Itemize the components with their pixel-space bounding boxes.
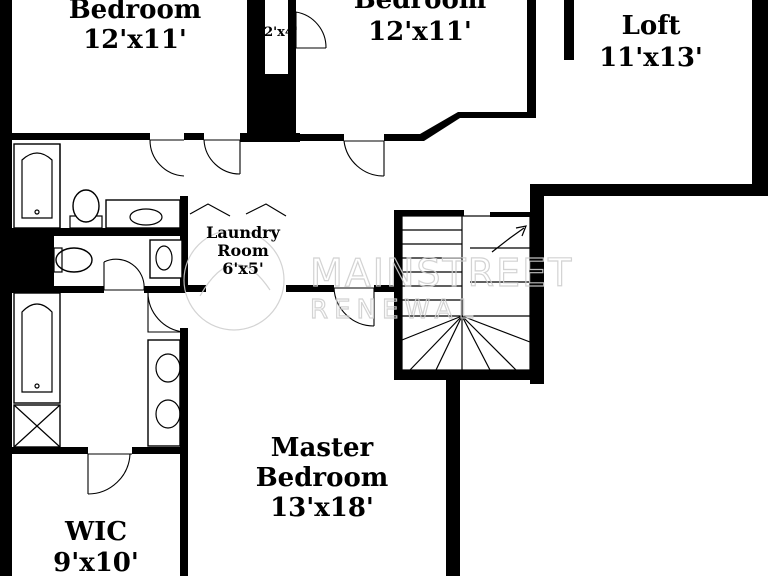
loft-size: 11'x13' bbox=[599, 43, 703, 73]
watermark-line1: MAINSTREET bbox=[310, 251, 573, 295]
toilet-wc bbox=[55, 247, 93, 273]
loft-name: Loft bbox=[622, 11, 681, 41]
stair-bottom-wall bbox=[394, 370, 544, 380]
left-bedroom-right-wall bbox=[247, 0, 257, 142]
laundry-line2: Room bbox=[217, 241, 269, 260]
door-master-bath bbox=[103, 258, 145, 291]
door-left-bedroom bbox=[149, 139, 185, 177]
mid-bedroom-angled-wall bbox=[420, 112, 536, 141]
bedroom-mid-size: 12'x11' bbox=[368, 17, 472, 47]
wic-top-wall-a bbox=[12, 447, 88, 454]
stair-outline bbox=[401, 215, 531, 371]
door-mid-bedroom bbox=[343, 140, 385, 177]
laundry-bottom-wall-c bbox=[374, 285, 398, 292]
closet-size: 2'x4' bbox=[264, 25, 298, 40]
wic-size: 9'x10' bbox=[53, 548, 139, 576]
watermark-logo bbox=[183, 229, 285, 331]
wc-block bbox=[0, 236, 54, 288]
door-corridor bbox=[203, 139, 241, 175]
laundry-left-wall bbox=[180, 196, 188, 292]
stair-left-wall bbox=[394, 210, 402, 378]
bedroom-mid-name: Bedroom bbox=[354, 0, 487, 15]
bedroom-left-size: 12'x11' bbox=[83, 25, 187, 55]
laundry-size: 6'x5' bbox=[222, 259, 264, 278]
sink-master-b bbox=[155, 399, 181, 429]
laundry-bottom-wall-b bbox=[286, 285, 334, 292]
corridor-top-wall-a bbox=[184, 133, 204, 140]
vanity-upper bbox=[105, 199, 181, 229]
wic-top-wall-b bbox=[132, 447, 186, 454]
bathtub-master bbox=[13, 292, 61, 404]
bath-mid-divider bbox=[12, 286, 104, 293]
corridor-top-wall-c bbox=[296, 134, 344, 141]
stair-top-wall bbox=[394, 210, 464, 216]
bedroom-top-left-bottom-wall bbox=[0, 133, 150, 140]
bedroom-left-name: Bedroom bbox=[69, 0, 202, 25]
master-line2: Bedroom bbox=[256, 463, 389, 493]
toilet-upper bbox=[72, 189, 100, 223]
closet-right-wall bbox=[288, 0, 296, 140]
staircase bbox=[401, 215, 531, 371]
mid-bedroom-right-wall bbox=[527, 0, 536, 112]
sink-upper bbox=[129, 208, 163, 226]
wic-name: WIC bbox=[64, 517, 127, 547]
loft-right-wall bbox=[752, 0, 768, 194]
bath-mid-divider-b bbox=[144, 286, 186, 293]
stair-right-wall bbox=[530, 184, 544, 384]
laundry-line1: Laundry bbox=[206, 223, 281, 242]
bifold-door-left bbox=[189, 203, 231, 217]
door-master bbox=[333, 287, 375, 327]
master-bathroom bbox=[13, 292, 181, 448]
loft-left-wall bbox=[564, 0, 574, 60]
laundry-bottom-wall-a bbox=[186, 285, 206, 292]
watermark: MAINSTREET RENEWAL bbox=[183, 229, 573, 331]
bath-top-divider bbox=[12, 228, 188, 236]
master-right-wall bbox=[446, 370, 460, 576]
door-closet bbox=[295, 11, 327, 49]
doors bbox=[87, 11, 385, 495]
stair-arrow bbox=[491, 227, 525, 253]
door-wic bbox=[87, 453, 132, 495]
master-line1: Master bbox=[271, 433, 374, 463]
laundry-fixtures bbox=[189, 203, 287, 217]
closet-left-wall bbox=[257, 0, 265, 78]
upper-bathroom bbox=[13, 143, 181, 229]
corridor-top-wall-d bbox=[384, 134, 424, 141]
closet-block bbox=[257, 74, 296, 142]
watermark-line2: RENEWAL bbox=[310, 295, 479, 325]
loft-bottom-wall bbox=[530, 184, 768, 196]
room-labels: Bedroom 12'x11' Bedroom 12'x11' Loft 11'… bbox=[53, 0, 703, 576]
sink-master-a bbox=[155, 353, 181, 383]
sink-wc bbox=[149, 239, 183, 279]
corridor-top-wall-b bbox=[240, 133, 300, 142]
bifold-door-right bbox=[245, 203, 287, 217]
stair-top-wall-right bbox=[490, 212, 534, 217]
bathtub-upper bbox=[13, 143, 61, 229]
master-size: 13'x18' bbox=[270, 493, 374, 523]
door-master-bath-lower bbox=[147, 291, 185, 333]
wc-room bbox=[53, 239, 183, 279]
double-vanity bbox=[147, 339, 181, 447]
